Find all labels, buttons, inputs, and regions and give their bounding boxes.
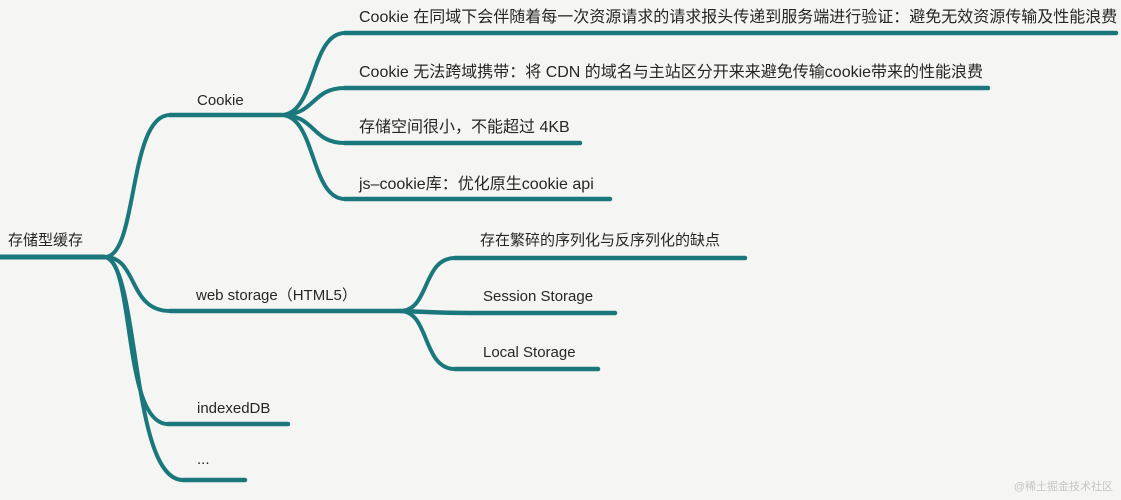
connector-root-cookie: [103, 113, 172, 259]
connector-ws-note: [398, 256, 457, 313]
node-session-storage: Session Storage: [483, 288, 594, 305]
connector-ws-local: [398, 309, 457, 371]
node-ellipsis: ...: [197, 451, 210, 468]
node-cookie-note-3: 存储空间很小，不能超过 4KB: [359, 119, 570, 136]
node-local-storage: Local Storage: [483, 344, 576, 361]
node-cookie-note-2: Cookie 无法跨域携带：将 CDN 的域名与主站区分开来来避免传输cooki…: [359, 64, 984, 81]
node-ws-note: 存在繁碎的序列化与反序列化的缺点: [480, 232, 721, 249]
connector-cookie-note4: [279, 113, 347, 201]
connector-root-webstorage: [103, 255, 172, 313]
watermark: @稀土掘金技术社区: [1013, 481, 1113, 493]
node-cookie-note-1: Cookie 在同域下会伴随着每一次资源请求的请求报头传递到服务端进行验证：避免…: [359, 9, 1118, 26]
connector-root-indexeddb: [103, 255, 170, 426]
connector-ws-session: [397, 308, 618, 316]
connector-cookie-note1: [279, 31, 347, 117]
connector-root-ellipsis: [103, 255, 185, 482]
node-cookie-note-4: js–cookie库：优化原生cookie api: [359, 176, 594, 193]
node-web-storage: web storage（HTML5）: [196, 287, 357, 304]
node-cookie: Cookie: [197, 92, 244, 109]
node-indexeddb: indexedDB: [197, 400, 271, 417]
node-root: 存储型缓存: [8, 232, 84, 249]
